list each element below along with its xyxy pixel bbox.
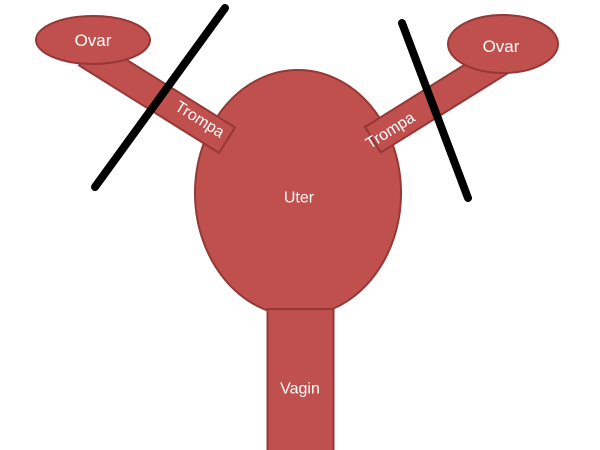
vagina-label: Vagin — [280, 381, 320, 398]
ovary-right-shape — [447, 14, 559, 74]
ligation-line-right — [398, 19, 472, 202]
ovary-left-label: Ovar — [75, 31, 112, 50]
uterus-label: Uter — [284, 190, 315, 207]
ligation-line-left — [91, 4, 229, 191]
ovary-right-label: Ovar — [483, 37, 520, 56]
vagina-shape — [266, 308, 335, 450]
ovary-left-shape — [35, 15, 151, 65]
